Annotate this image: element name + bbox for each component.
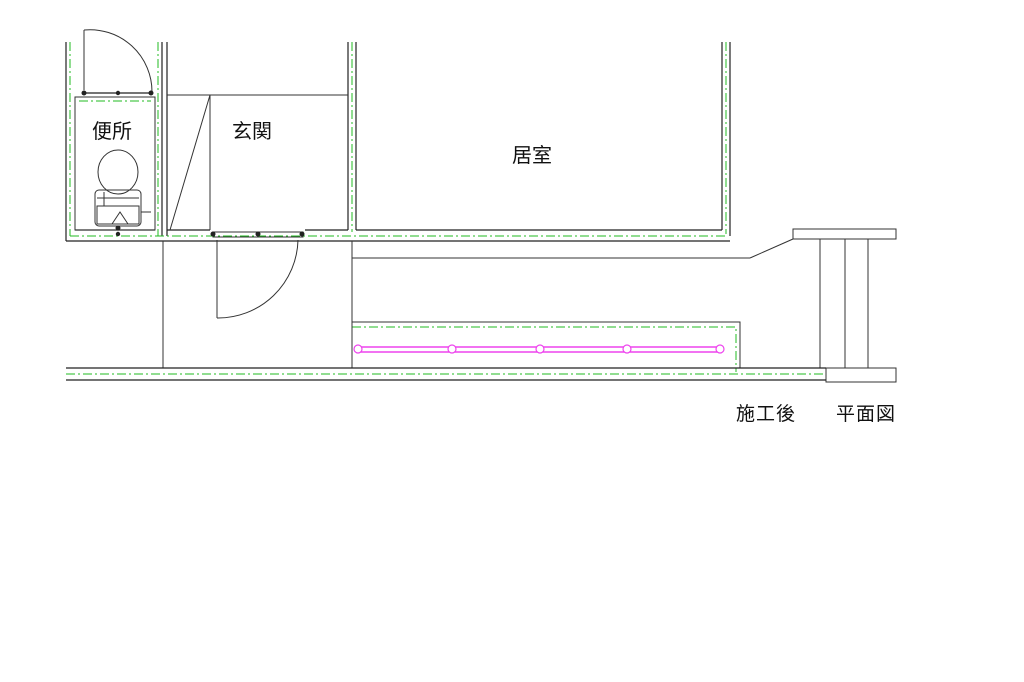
caption-type: 平面図 — [836, 403, 896, 425]
drawing-caption: 施工後 平面図 — [736, 403, 896, 425]
living-room: 居室 — [512, 143, 552, 167]
room-label-toilet: 便所 — [92, 119, 132, 143]
door-swing-icon — [210, 231, 305, 319]
room-label-living: 居室 — [512, 143, 552, 167]
room-label-entrance: 玄関 — [232, 119, 272, 143]
handrail-icon — [353, 344, 725, 354]
entrance-room: 玄関 — [210, 119, 305, 319]
toilet-icon — [94, 149, 151, 237]
toilet-room: 便所 — [74, 29, 156, 237]
lower-corridor — [66, 228, 897, 383]
upper-walls — [65, 42, 731, 242]
closet — [167, 94, 348, 231]
caption-phase: 施工後 — [736, 403, 796, 425]
